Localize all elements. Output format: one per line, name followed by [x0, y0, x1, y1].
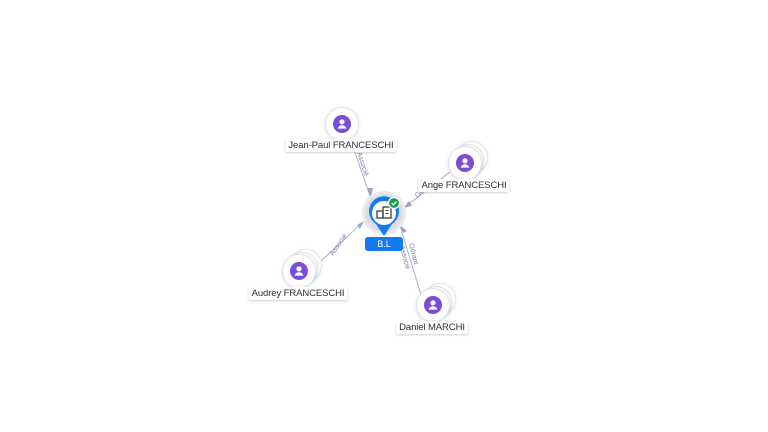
- person-disc: [448, 146, 482, 180]
- building-icon: [376, 206, 392, 219]
- company-pin: [362, 191, 406, 236]
- person-disc: [282, 254, 316, 288]
- edge-label-ange: Gé: [414, 187, 425, 199]
- company-node[interactable]: [360, 190, 408, 242]
- person-label-daniel[interactable]: Daniel MARCHI: [396, 321, 468, 334]
- person-label-audrey[interactable]: Audrey FRANCESCHI: [248, 287, 348, 300]
- check-icon: [387, 196, 401, 210]
- person-icon: [424, 296, 442, 314]
- edge-arrow-audrey: [357, 221, 364, 229]
- person-label-ange[interactable]: Ange FRANCESCHI: [418, 179, 510, 192]
- edge-label-jean-paul: Associé: [355, 151, 369, 177]
- edge-arrow-daniel: [400, 225, 407, 233]
- person-node-ange[interactable]: [448, 141, 488, 180]
- person-icon: [290, 262, 308, 280]
- person-icon: [456, 154, 474, 172]
- person-label-jean-paul[interactable]: Jean-Paul FRANCESCHI: [285, 139, 397, 152]
- person-disc: [325, 107, 359, 141]
- person-disc: [416, 288, 450, 322]
- edge-label-daniel-1: Gérant: [407, 243, 419, 266]
- edge-audrey: [319, 221, 364, 263]
- company-label[interactable]: B.L: [365, 237, 403, 251]
- person-node-jean-paul[interactable]: [325, 107, 359, 141]
- person-node-audrey[interactable]: [282, 249, 322, 288]
- edge-daniel: [399, 225, 423, 299]
- edge-arrow-ange: [403, 201, 412, 208]
- edge-arrow-jean-paul: [367, 188, 373, 197]
- person-icon: [333, 115, 351, 133]
- edge-label-audrey: Associé: [329, 233, 349, 257]
- person-node-daniel[interactable]: [416, 283, 456, 322]
